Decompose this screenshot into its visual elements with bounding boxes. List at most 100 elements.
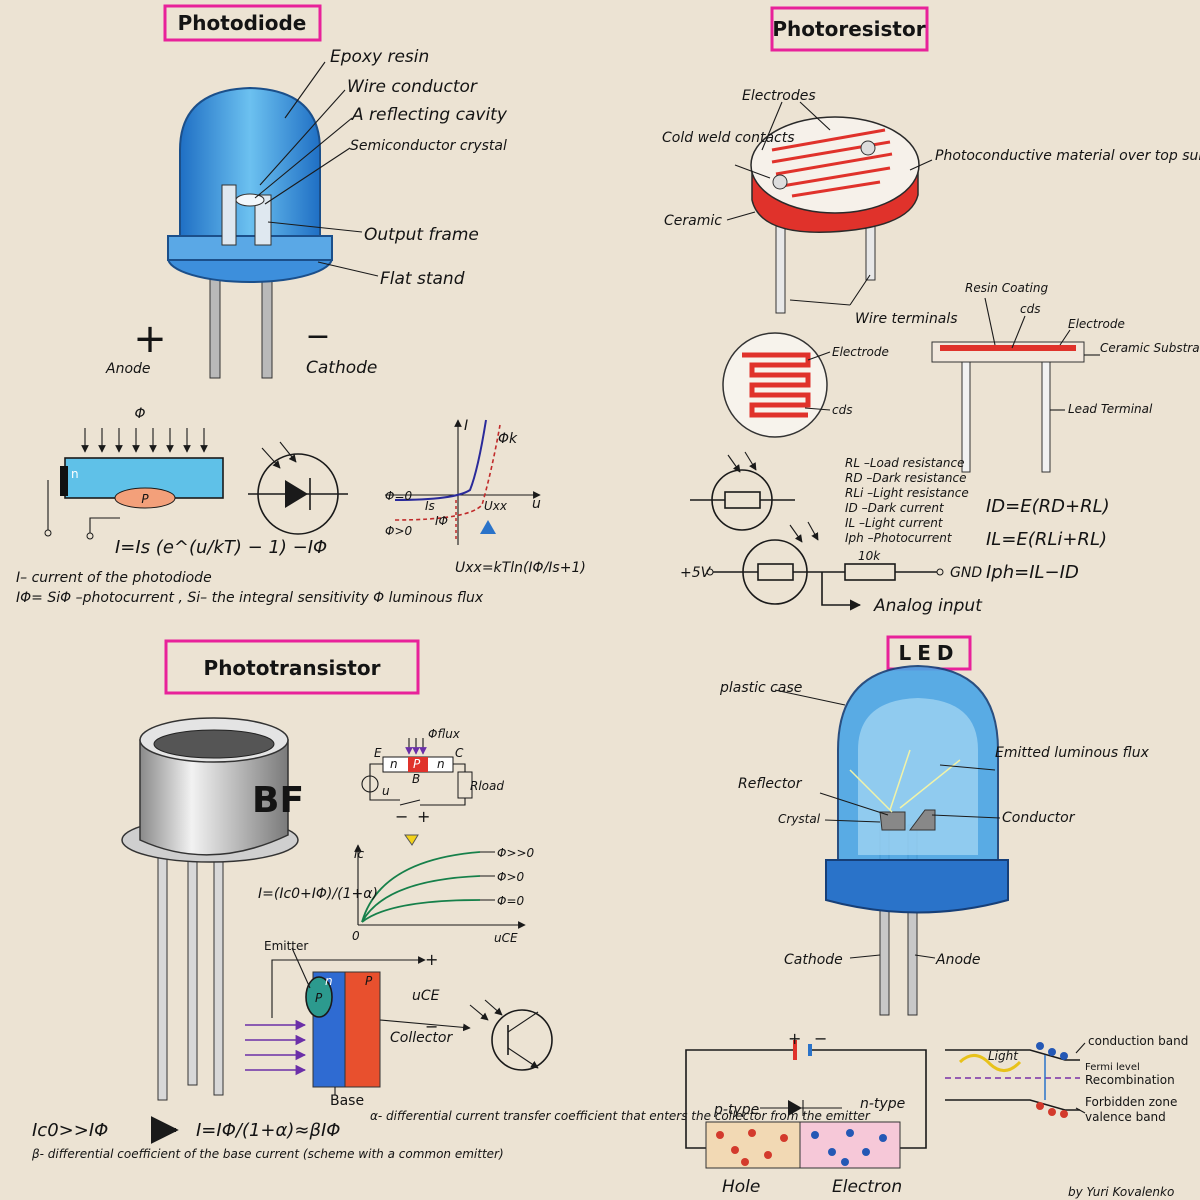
label-cds-top: cds — [832, 403, 852, 417]
label-hole: Hole — [722, 1177, 760, 1197]
label-photoconductive: Photoconductive material over top surfac… — [935, 148, 1200, 164]
photodiode-title: Photodiode — [178, 11, 307, 35]
author-signature: by Yuri Kovalenko — [1068, 1185, 1174, 1199]
base-n-label: n — [325, 974, 333, 988]
photodiode-callouts — [254, 61, 379, 277]
photoresistor-callouts — [726, 101, 933, 306]
graph-curve-phi-gt0: Φ>0 — [497, 870, 525, 884]
photodiode-structure-diagram: Φ n P — [44, 406, 224, 540]
cathode-minus-sign: − — [305, 319, 330, 354]
legend-id: ID –Dark current — [845, 501, 945, 515]
photodiode-symbol — [248, 441, 348, 535]
p-region-label: P — [141, 492, 149, 506]
label-led-anode: Anode — [935, 952, 981, 968]
photoresistor-symbol — [690, 451, 795, 531]
label-wire-terminals: Wire terminals — [855, 311, 958, 327]
equation-dark-current: ID=E(RD+RL) — [986, 496, 1110, 517]
led-pn-junction — [685, 1040, 927, 1169]
label-collector: Collector — [390, 1030, 453, 1046]
photodiode-note-current: I– current of the photodiode — [16, 570, 212, 586]
photoresistor-section: Photoresistor Electrodes Cold weld conta… — [662, 6, 1200, 616]
phototransistor-title: Phototransistor — [204, 656, 381, 680]
label-base: Base — [330, 1093, 364, 1109]
label-electrode-side: Electrode — [1068, 317, 1125, 331]
circuit-e-label: E — [374, 746, 382, 760]
collector-p-label: P — [365, 974, 373, 988]
structure-minus: − — [425, 1017, 438, 1036]
legend-rl: RL –Load resistance — [845, 456, 964, 470]
graph-curve-phi-much-gt0: Φ>>0 — [497, 846, 535, 860]
beta-note: β- differential coefficient of the base … — [31, 1147, 504, 1161]
circuit-analog-input: Analog input — [873, 596, 983, 616]
legend-rli: RLi –Light resistance — [845, 486, 969, 500]
circuit-gnd: GND — [950, 565, 982, 581]
circuit-10k: 10k — [858, 549, 881, 563]
circuit-minus: − — [395, 807, 408, 826]
label-lead-terminal: Lead Terminal — [1068, 402, 1153, 416]
graph-phi-k-label: Φk — [498, 431, 518, 447]
circuit-5v: +5V — [680, 565, 712, 581]
photodiode-illustration — [167, 86, 333, 379]
label-emitter: Emitter — [264, 939, 308, 953]
graph-i-axis-label: I — [464, 418, 468, 434]
label-plastic-case: plastic case — [719, 680, 802, 696]
led-illustration — [825, 664, 1009, 1016]
alpha-note: α- differential current transfer coeffic… — [370, 1109, 871, 1123]
label-reflecting-cavity: A reflecting cavity — [351, 105, 508, 125]
n-region-label: n — [71, 467, 79, 481]
photoresistor-title-box — [770, 6, 929, 52]
led-band-diagram — [945, 1042, 1086, 1118]
photoresistor-side-view — [931, 341, 1085, 473]
equation-photocurrent: Iph=IL−ID — [986, 562, 1079, 583]
emitter-p-label: P — [315, 991, 323, 1005]
label-wire-conductor: Wire conductor — [347, 77, 478, 97]
phototransistor-formula-1: I=(Ic0+IΦ)/(1+α) — [258, 886, 378, 902]
label-resin-coating: Resin Coating — [965, 281, 1048, 295]
label-led-cathode: Cathode — [784, 952, 843, 968]
label-electron: Electron — [832, 1177, 902, 1197]
led-title: LED — [898, 641, 959, 665]
graph-is-label: Is — [425, 499, 435, 513]
label-recombination: Recombination — [1085, 1073, 1175, 1087]
label-reflector: Reflector — [738, 776, 803, 792]
led-section: LED plastic case Emitted luminous flux R… — [685, 635, 1188, 1197]
circuit-p-label: P — [413, 757, 421, 771]
label-ceramic-substrate: Ceramic Substrate — [1100, 341, 1200, 355]
anode-plus-sign: + — [133, 316, 167, 362]
label-n-type: n-type — [860, 1096, 905, 1112]
photoresistor-illustration — [750, 116, 920, 314]
legend-iph: Iph –Photocurrent — [845, 531, 953, 545]
legend-rd: RD –Dark resistance — [845, 471, 966, 485]
graph-ic-label: Ic — [354, 847, 365, 861]
equation-light-current: IL=E(RLi+RL) — [986, 529, 1107, 550]
label-semiconductor-crystal: Semiconductor crystal — [350, 138, 507, 154]
phototransistor-circuit — [361, 738, 473, 846]
graph-phi0-label: Φ=0 — [385, 489, 413, 503]
label-cathode: Cathode — [306, 358, 377, 378]
label-crystal: Crystal — [778, 812, 821, 826]
graph-origin-label: 0 — [352, 929, 360, 943]
label-conductor: Conductor — [1002, 810, 1076, 826]
circuit-u-label: u — [382, 784, 390, 798]
label-cold-weld: Cold weld contacts — [662, 130, 795, 146]
label-flat-stand: Flat stand — [380, 269, 465, 289]
photoresistor-title: Photoresistor — [772, 17, 925, 41]
label-ceramic: Ceramic — [664, 213, 722, 229]
photodiode-section: Photodiode Epoxy resin Wire conductor A … — [16, 4, 586, 606]
junction-minus: − — [814, 1029, 827, 1048]
circuit-flux-label: Φflux — [428, 727, 461, 741]
photodiode-iv-graph: I u Φk Φ=0 Φ>0 Is IΦ Uxx — [385, 418, 541, 545]
phototransistor-title-box — [164, 639, 420, 695]
graph-phi-gt0-label: Φ>0 — [385, 524, 413, 538]
graph-uce-label: uCE — [494, 931, 518, 945]
label-electrodes: Electrodes — [742, 88, 816, 104]
graph-iphi-label: IΦ — [435, 514, 448, 528]
label-anode: Anode — [105, 361, 151, 377]
circuit-rload-label: Rload — [470, 779, 504, 793]
junction-plus: + — [788, 1029, 801, 1048]
circuit-b-label: B — [412, 772, 420, 786]
phototransistor-output-graph — [354, 844, 526, 929]
circuit-n1-label: n — [390, 757, 398, 771]
circuit-c-label: C — [455, 746, 464, 760]
